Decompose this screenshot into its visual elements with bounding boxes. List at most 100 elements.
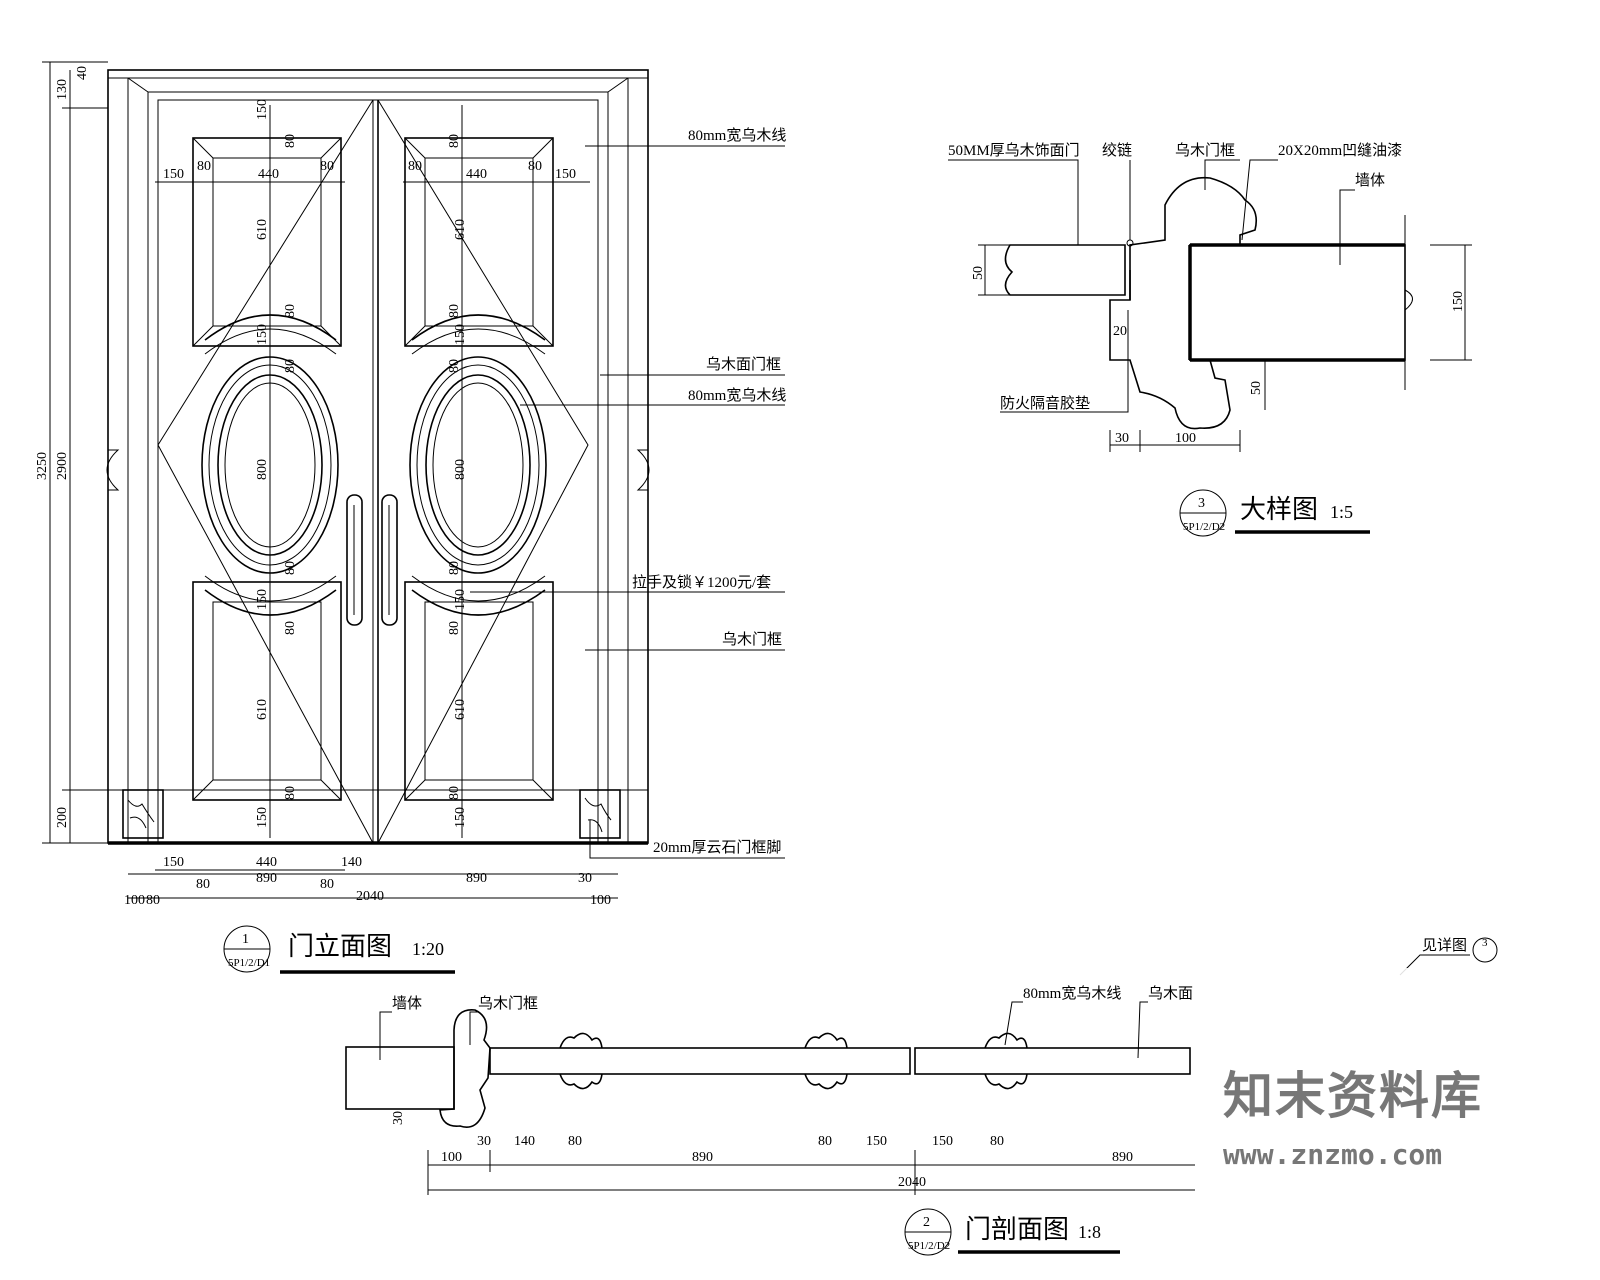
svg-text:150: 150 xyxy=(163,855,184,870)
callout-wood-trim-1: 80mm宽乌木线 xyxy=(688,127,786,144)
svg-text:40: 40 xyxy=(75,66,90,80)
top-dims: 150 80 440 80 80 440 80 150 xyxy=(155,159,590,183)
svg-text:2040: 2040 xyxy=(356,889,384,904)
svg-text:80: 80 xyxy=(447,304,462,318)
svg-text:140: 140 xyxy=(514,1134,535,1149)
svg-text:100: 100 xyxy=(590,893,611,908)
svg-text:5P1/2/D1: 5P1/2/D1 xyxy=(228,957,270,969)
watermark: 知末资料库 www.znzmo.com xyxy=(1195,968,1600,1280)
lower-panel-right xyxy=(404,581,554,801)
door-elevation: 150 80 610 80 150 80 800 80 150 80 610 8… xyxy=(35,61,786,974)
svg-text:80: 80 xyxy=(283,304,298,318)
oval-medallion-right xyxy=(409,356,547,574)
door-section: 墙体 乌木门框 80mm宽乌木线 乌木面 见详图 3 100 30 140 80… xyxy=(345,937,1498,1256)
svg-text:80: 80 xyxy=(283,561,298,575)
svg-text:50: 50 xyxy=(971,266,986,280)
svg-text:2900: 2900 xyxy=(55,452,70,480)
svg-text:100: 100 xyxy=(441,1150,462,1165)
svg-text:80: 80 xyxy=(447,134,462,148)
svg-text:80: 80 xyxy=(146,893,160,908)
section-label-frame: 乌木门框 xyxy=(478,995,538,1012)
svg-text:1:5: 1:5 xyxy=(1330,502,1353,522)
section-label-wall: 墙体 xyxy=(392,995,422,1012)
svg-text:890: 890 xyxy=(256,871,277,886)
svg-text:80: 80 xyxy=(283,786,298,800)
svg-text:610: 610 xyxy=(453,219,468,240)
svg-text:800: 800 xyxy=(255,459,270,480)
upper-panel-right xyxy=(404,137,554,347)
elevation-title: 1 5P1/2/D1 门立面图 1:20 xyxy=(223,925,455,974)
detail-door-frame xyxy=(1109,176,1258,430)
svg-text:890: 890 xyxy=(1112,1150,1133,1165)
svg-text:80: 80 xyxy=(320,877,334,892)
section-label-face: 乌木面 xyxy=(1148,985,1193,1002)
svg-text:3250: 3250 xyxy=(35,452,50,480)
svg-text:80: 80 xyxy=(283,621,298,635)
svg-text:5P1/2/D2: 5P1/2/D2 xyxy=(908,1240,950,1252)
svg-text:800: 800 xyxy=(453,459,468,480)
svg-text:30: 30 xyxy=(1115,431,1129,446)
left-dims: 3250 2900 130 40 200 xyxy=(35,61,108,844)
svg-text:890: 890 xyxy=(692,1150,713,1165)
svg-text:80: 80 xyxy=(447,786,462,800)
watermark-name: 知末资料库 xyxy=(1223,1067,1483,1125)
svg-text:80: 80 xyxy=(528,159,542,174)
detail-drawing: 50MM厚乌木饰面门 绞链 乌木门框 20X20mm凹缝油漆 墙体 防火隔音胶垫… xyxy=(948,142,1472,537)
svg-text:150: 150 xyxy=(866,1134,887,1149)
svg-text:150: 150 xyxy=(453,589,468,610)
lower-panel-left xyxy=(192,581,342,801)
section-trim-1 xyxy=(559,1032,603,1090)
interior-dims-left: 150 80 610 80 150 80 800 80 150 80 610 8… xyxy=(255,99,298,828)
detail-door-leaf xyxy=(1004,244,1126,296)
svg-text:150: 150 xyxy=(255,99,270,120)
svg-text:50: 50 xyxy=(1249,381,1264,395)
svg-text:80: 80 xyxy=(447,561,462,575)
watermark-url: www.znzmo.com xyxy=(1223,1138,1443,1171)
svg-text:130: 130 xyxy=(55,79,70,100)
svg-text:1:8: 1:8 xyxy=(1078,1222,1101,1242)
svg-text:80: 80 xyxy=(408,159,422,174)
section-door-leaf-left xyxy=(489,1047,911,1075)
svg-text:140: 140 xyxy=(341,855,362,870)
marble-plinth-left xyxy=(122,789,164,839)
svg-text:80: 80 xyxy=(196,877,210,892)
svg-text:200: 200 xyxy=(55,807,70,828)
elevation-title-text: 门立面图 xyxy=(288,932,392,961)
svg-text:150: 150 xyxy=(255,807,270,828)
svg-text:610: 610 xyxy=(255,219,270,240)
svg-text:5P1/2/D2: 5P1/2/D2 xyxy=(1183,521,1225,533)
svg-text:150: 150 xyxy=(255,589,270,610)
svg-text:150: 150 xyxy=(453,807,468,828)
svg-text:30: 30 xyxy=(477,1134,491,1149)
detail-label-frame: 乌木门框 xyxy=(1175,142,1235,159)
svg-text:440: 440 xyxy=(256,855,277,870)
svg-text:100: 100 xyxy=(124,893,145,908)
svg-text:30: 30 xyxy=(578,871,592,886)
detail-label-door: 50MM厚乌木饰面门 xyxy=(948,142,1080,159)
svg-text:80: 80 xyxy=(818,1134,832,1149)
svg-text:80: 80 xyxy=(320,159,334,174)
svg-text:3: 3 xyxy=(1482,937,1488,949)
svg-text:150: 150 xyxy=(453,324,468,345)
svg-text:20: 20 xyxy=(1113,324,1127,339)
svg-text:150: 150 xyxy=(163,167,184,182)
svg-text:80: 80 xyxy=(283,134,298,148)
elevation-callouts: 80mm宽乌木线 乌木面门框 80mm宽乌木线 拉手及锁￥1200元/套 乌木门… xyxy=(470,127,786,859)
door-handle-right xyxy=(381,494,398,626)
section-label-trim: 80mm宽乌木线 xyxy=(1023,985,1121,1002)
svg-text:1: 1 xyxy=(242,932,249,947)
svg-text:80: 80 xyxy=(447,359,462,373)
detail-label-gasket: 防火隔音胶垫 xyxy=(1000,395,1090,412)
callout-wood-frame: 乌木门框 xyxy=(722,631,782,648)
section-frame xyxy=(439,1009,491,1128)
section-title-text: 门剖面图 xyxy=(965,1215,1069,1244)
detail-wall xyxy=(1189,244,1406,361)
svg-text:80: 80 xyxy=(447,621,462,635)
section-trim-3 xyxy=(984,1032,1028,1090)
upper-panel-left xyxy=(192,137,342,347)
svg-text:890: 890 xyxy=(466,871,487,886)
svg-text:30: 30 xyxy=(391,1111,406,1125)
interior-dims-right: 80 610 80 150 80 800 80 150 80 610 80 15… xyxy=(447,134,468,828)
svg-text:150: 150 xyxy=(555,167,576,182)
svg-text:2040: 2040 xyxy=(898,1175,926,1190)
